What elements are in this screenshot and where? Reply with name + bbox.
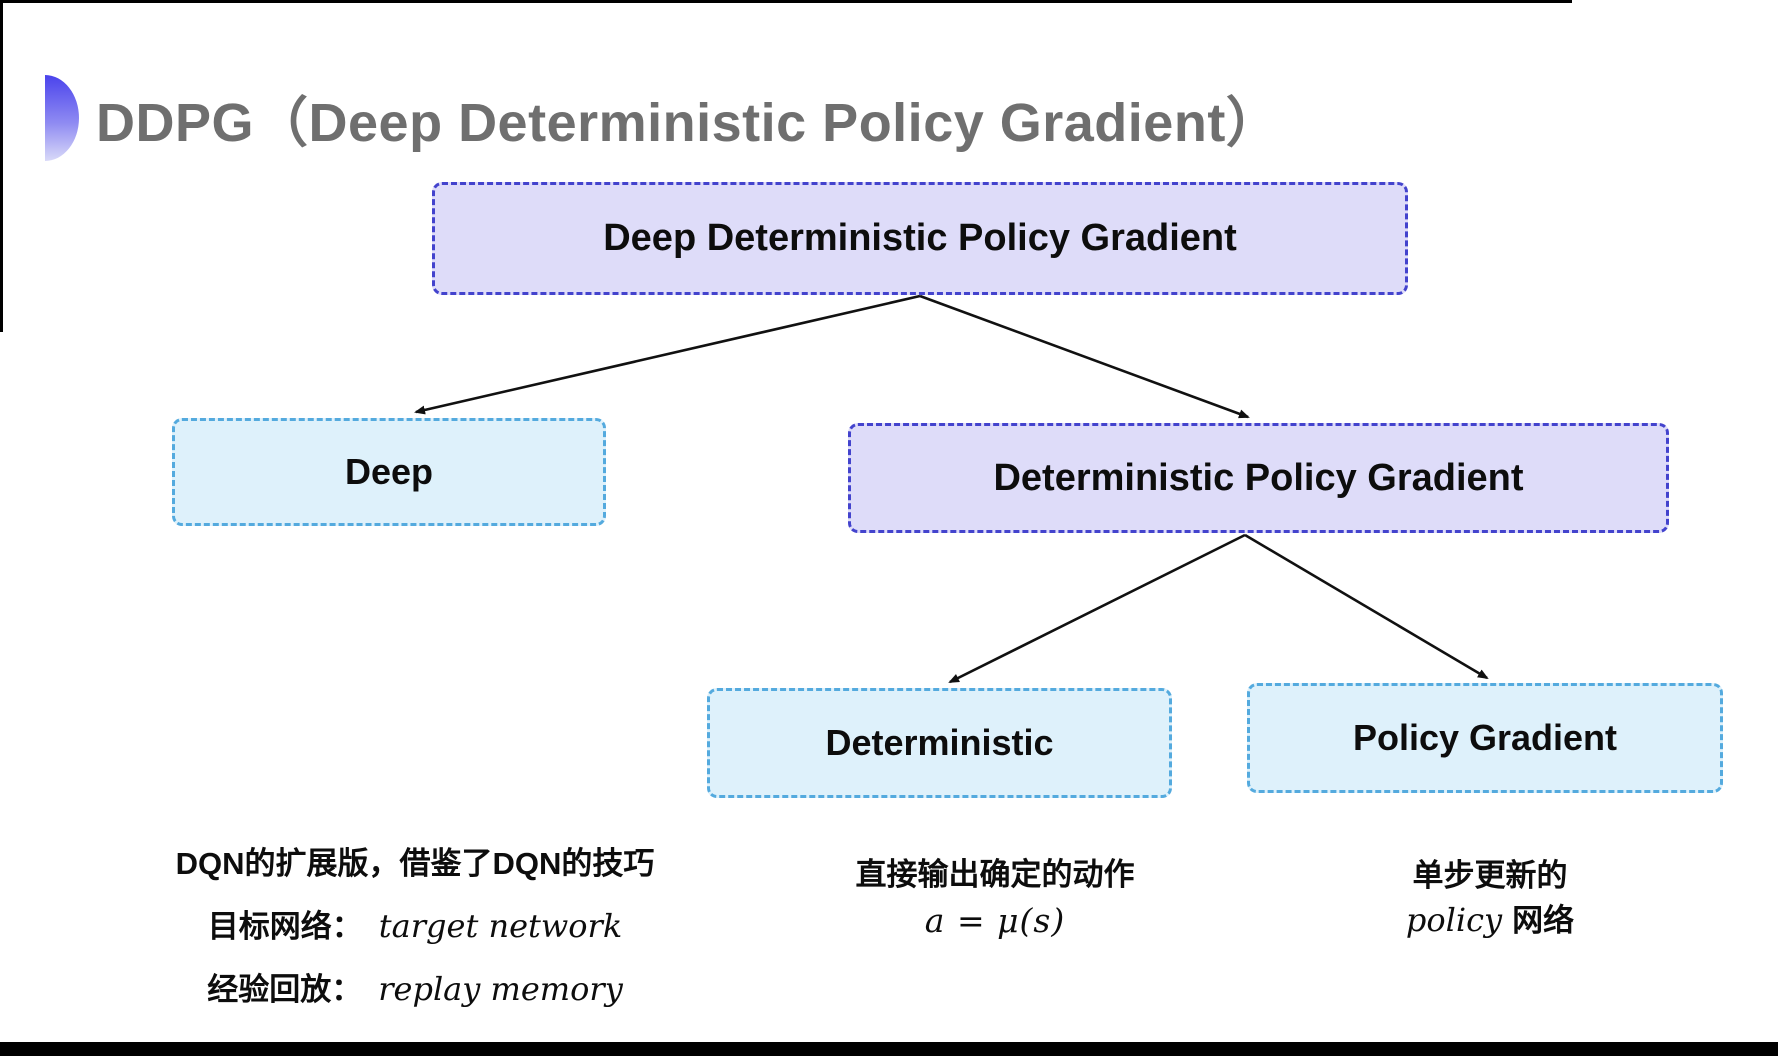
frame-border-top: [0, 0, 1572, 3]
node-policy-gradient: Policy Gradient: [1247, 683, 1723, 793]
node-label: Policy Gradient: [1352, 717, 1618, 758]
note-deep: DQN的扩展版，借鉴了DQN的技巧 目标网络： target network 经验…: [118, 832, 712, 1021]
arrow-root-to-deep: [414, 294, 921, 415]
note-value-en: policy: [1405, 901, 1503, 939]
frame-letterbox-bottom: [0, 1042, 1778, 1056]
node-label: Deep: [344, 451, 434, 492]
note-value-en: replay memory: [378, 970, 623, 1008]
note-deterministic-formula: a = μ(s): [790, 898, 1200, 945]
note-text: 直接输出确定的动作: [855, 857, 1135, 892]
note-label-zh: 目标网络：: [207, 909, 363, 944]
node-deep-deterministic-policy-gradient: Deep Deterministic Policy Gradient: [432, 182, 1408, 295]
title-bullet-icon: [45, 75, 79, 161]
note-deep-replay-memory: 经验回放： replay memory: [118, 958, 712, 1021]
node-deterministic: Deterministic: [707, 688, 1172, 798]
note-deep-line1: DQN的扩展版，借鉴了DQN的技巧: [118, 832, 712, 895]
node-label: Deep Deterministic Policy Gradient: [603, 217, 1237, 259]
note-policy-line1: 单步更新的: [1285, 854, 1695, 898]
node-label: Deterministic: [825, 722, 1054, 763]
note-text: DQN的扩展版，借鉴了DQN的技巧: [175, 846, 655, 881]
arrow-dpg-to-deterministic: [948, 533, 1246, 684]
note-policy-line2: policy 网络: [1285, 898, 1695, 943]
note-label-zh: 经验回放：: [207, 972, 363, 1007]
note-label-zh: 网络: [1512, 903, 1575, 938]
arrow-root-to-dpg: [919, 294, 1250, 419]
node-label: Deterministic Policy Gradient: [993, 456, 1524, 499]
formula-text: a = μ(s): [924, 901, 1066, 940]
page-title: DDPG（Deep Deterministic Policy Gradient）: [96, 93, 1281, 153]
note-text: 单步更新的: [1412, 858, 1568, 893]
arrow-dpg-to-policy-gradient: [1244, 533, 1489, 680]
note-deterministic-line1: 直接输出确定的动作: [790, 852, 1200, 898]
node-deep: Deep: [172, 418, 606, 526]
note-value-en: target network: [378, 907, 623, 945]
frame-border-left: [0, 0, 3, 332]
note-deterministic: 直接输出确定的动作 a = μ(s): [790, 852, 1200, 945]
note-deep-target-network: 目标网络： target network: [118, 895, 712, 958]
note-policy-gradient: 单步更新的 policy 网络: [1285, 854, 1695, 943]
node-deterministic-policy-gradient: Deterministic Policy Gradient: [848, 423, 1669, 533]
